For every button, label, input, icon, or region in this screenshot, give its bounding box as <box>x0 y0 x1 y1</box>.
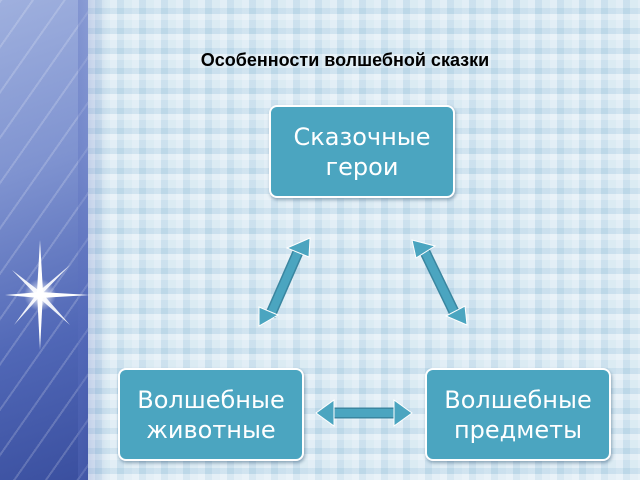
node-label-line: Волшебные <box>137 385 285 414</box>
double-arrow-left-right <box>315 399 413 427</box>
node-magic-objects: Волшебные предметы <box>425 368 611 461</box>
node-magic-animals: Волшебные животные <box>118 368 304 461</box>
page-title: Особенности волшебной сказки <box>200 50 490 70</box>
double-arrow-top-right <box>411 239 468 326</box>
side-band-fade <box>78 0 108 480</box>
decorative-side-band <box>0 0 88 480</box>
node-label-line: Сказочные <box>293 122 431 151</box>
node-label-line: предметы <box>453 415 583 444</box>
node-label-line: Волшебные <box>444 385 592 414</box>
node-fairy-heroes: Сказочные герои <box>269 105 455 198</box>
sparkle-icon <box>5 240 90 350</box>
light-streaks <box>0 0 88 480</box>
node-label-line: животные <box>146 415 276 444</box>
node-label-line: герои <box>325 152 399 181</box>
double-arrow-top-left <box>258 237 311 327</box>
